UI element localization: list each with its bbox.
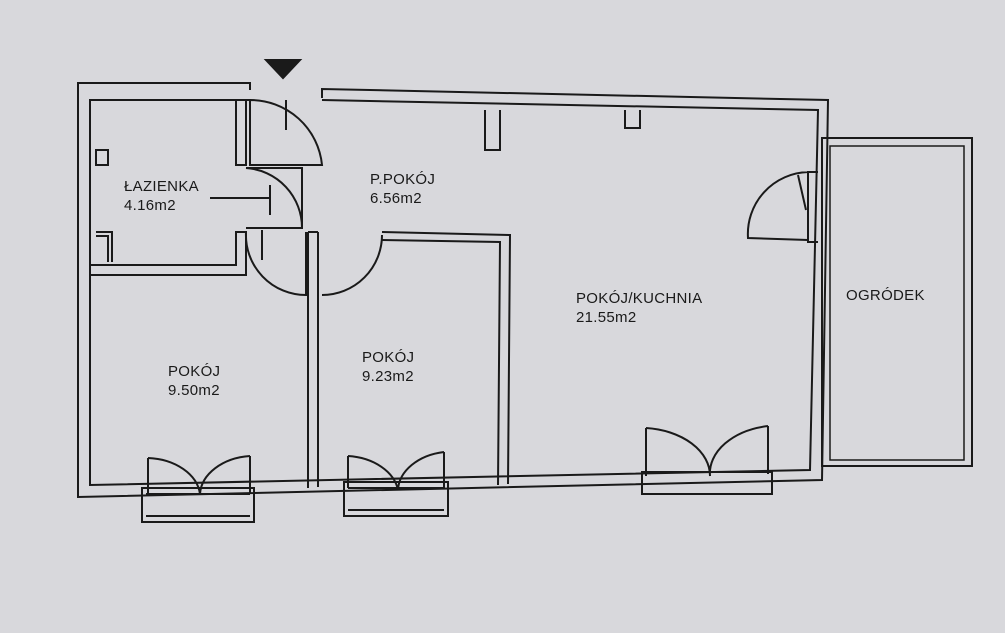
outer-wall	[77, 82, 830, 499]
room-hall: P.POKÓJ 6.56m2	[370, 170, 435, 208]
room-area: 9.50m2	[168, 382, 220, 399]
room-area: 4.16m2	[124, 197, 176, 214]
bathroom-fixture	[95, 149, 113, 262]
bathroom-door	[210, 167, 304, 229]
room-name: OGRÓDEK	[846, 287, 925, 304]
window	[141, 455, 255, 523]
room-area: 6.56m2	[370, 190, 422, 207]
room1-door	[244, 230, 307, 297]
partition-wall	[381, 231, 512, 486]
garden-door	[746, 171, 818, 243]
entrance-arrow-icon	[263, 59, 303, 80]
room-name: ŁAZIENKA	[124, 178, 199, 195]
window	[343, 451, 449, 517]
entry-door	[249, 98, 324, 166]
partition-wall	[307, 231, 319, 488]
room-bathroom: ŁAZIENKA 4.16m2	[124, 177, 199, 215]
window	[641, 425, 773, 495]
outer-wall-inner	[89, 99, 820, 487]
room-name: POKÓJ	[362, 349, 415, 366]
column	[484, 110, 641, 151]
room-area: 9.23m2	[362, 368, 414, 385]
room-bedroom-1: POKÓJ 9.50m2	[168, 362, 220, 400]
room-name: POKÓJ	[168, 363, 221, 380]
room-bedroom-2: POKÓJ 9.23m2	[362, 348, 414, 386]
room2-door	[321, 234, 383, 296]
room-area: 21.55m2	[576, 309, 637, 326]
garden	[821, 137, 973, 467]
room-garden: OGRÓDEK	[846, 286, 925, 305]
room-name: POKÓJ/KUCHNIA	[576, 290, 703, 307]
room-name: P.POKÓJ	[370, 171, 436, 188]
bathroom-wall	[90, 100, 247, 276]
room-living-kitchen: POKÓJ/KUCHNIA 21.55m2	[576, 289, 702, 327]
